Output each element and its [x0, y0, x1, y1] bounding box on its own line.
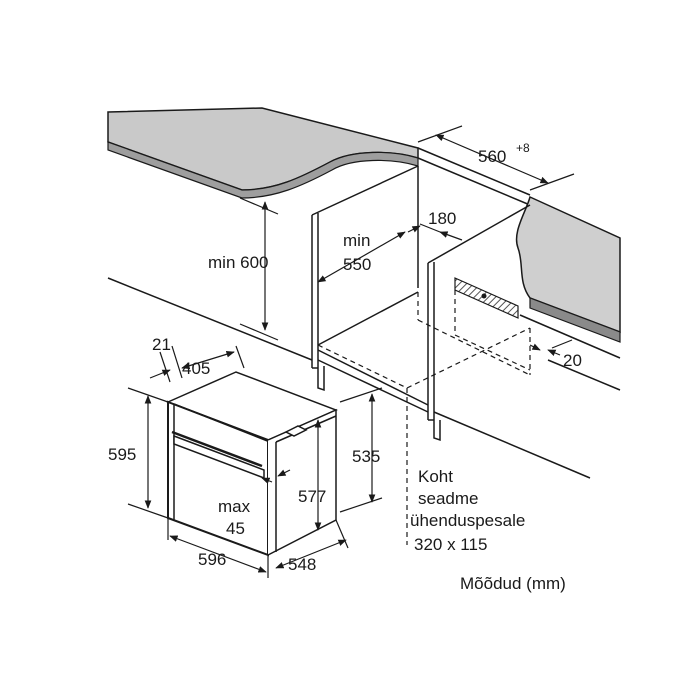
units-caption: Mõõdud (mm)	[460, 574, 566, 593]
niche-dashed-outline	[317, 290, 531, 545]
upper-cabinet	[311, 165, 419, 392]
socket-caption-line3: ühenduspesale	[410, 511, 525, 530]
label-front-lip: 21	[152, 335, 171, 354]
label-oven-height: 595	[108, 445, 136, 464]
socket-caption-line4: 320 x 115	[414, 535, 487, 554]
dimension-lines	[127, 125, 575, 578]
countertop	[107, 107, 419, 199]
label-door-gap-2: 45	[226, 519, 245, 538]
oven	[166, 371, 338, 557]
label-niche-width: 560	[478, 147, 506, 166]
socket-area	[454, 277, 519, 319]
label-handle-depth: 405	[182, 359, 210, 378]
label-niche-width-tolerance: +8	[516, 141, 530, 155]
label-side-offset: 20	[563, 351, 582, 370]
dimension-labels: 560 +8 180 min 600 min 550 20 21 405 595…	[108, 141, 582, 574]
right-countertop	[515, 195, 621, 343]
label-door-gap-1: max	[218, 497, 251, 516]
socket-caption: Koht seadme ühenduspesale 320 x 115	[410, 467, 525, 554]
label-cabinet-height: min 600	[208, 253, 268, 272]
niche-side-panel	[427, 204, 531, 442]
socket-caption-line2: seadme	[418, 489, 478, 508]
label-niche-height-1: min	[343, 231, 370, 250]
wall-edge	[417, 147, 531, 206]
floor-lines	[107, 277, 621, 479]
label-oven-width: 596	[198, 550, 226, 569]
label-body-height: 577	[298, 487, 326, 506]
label-body-depth-height: 535	[352, 447, 380, 466]
label-niche-height-2: 550	[343, 255, 371, 274]
label-oven-depth: 548	[288, 555, 316, 574]
label-rear-gap: 180	[428, 209, 456, 228]
socket-caption-line1: Koht	[418, 467, 453, 486]
